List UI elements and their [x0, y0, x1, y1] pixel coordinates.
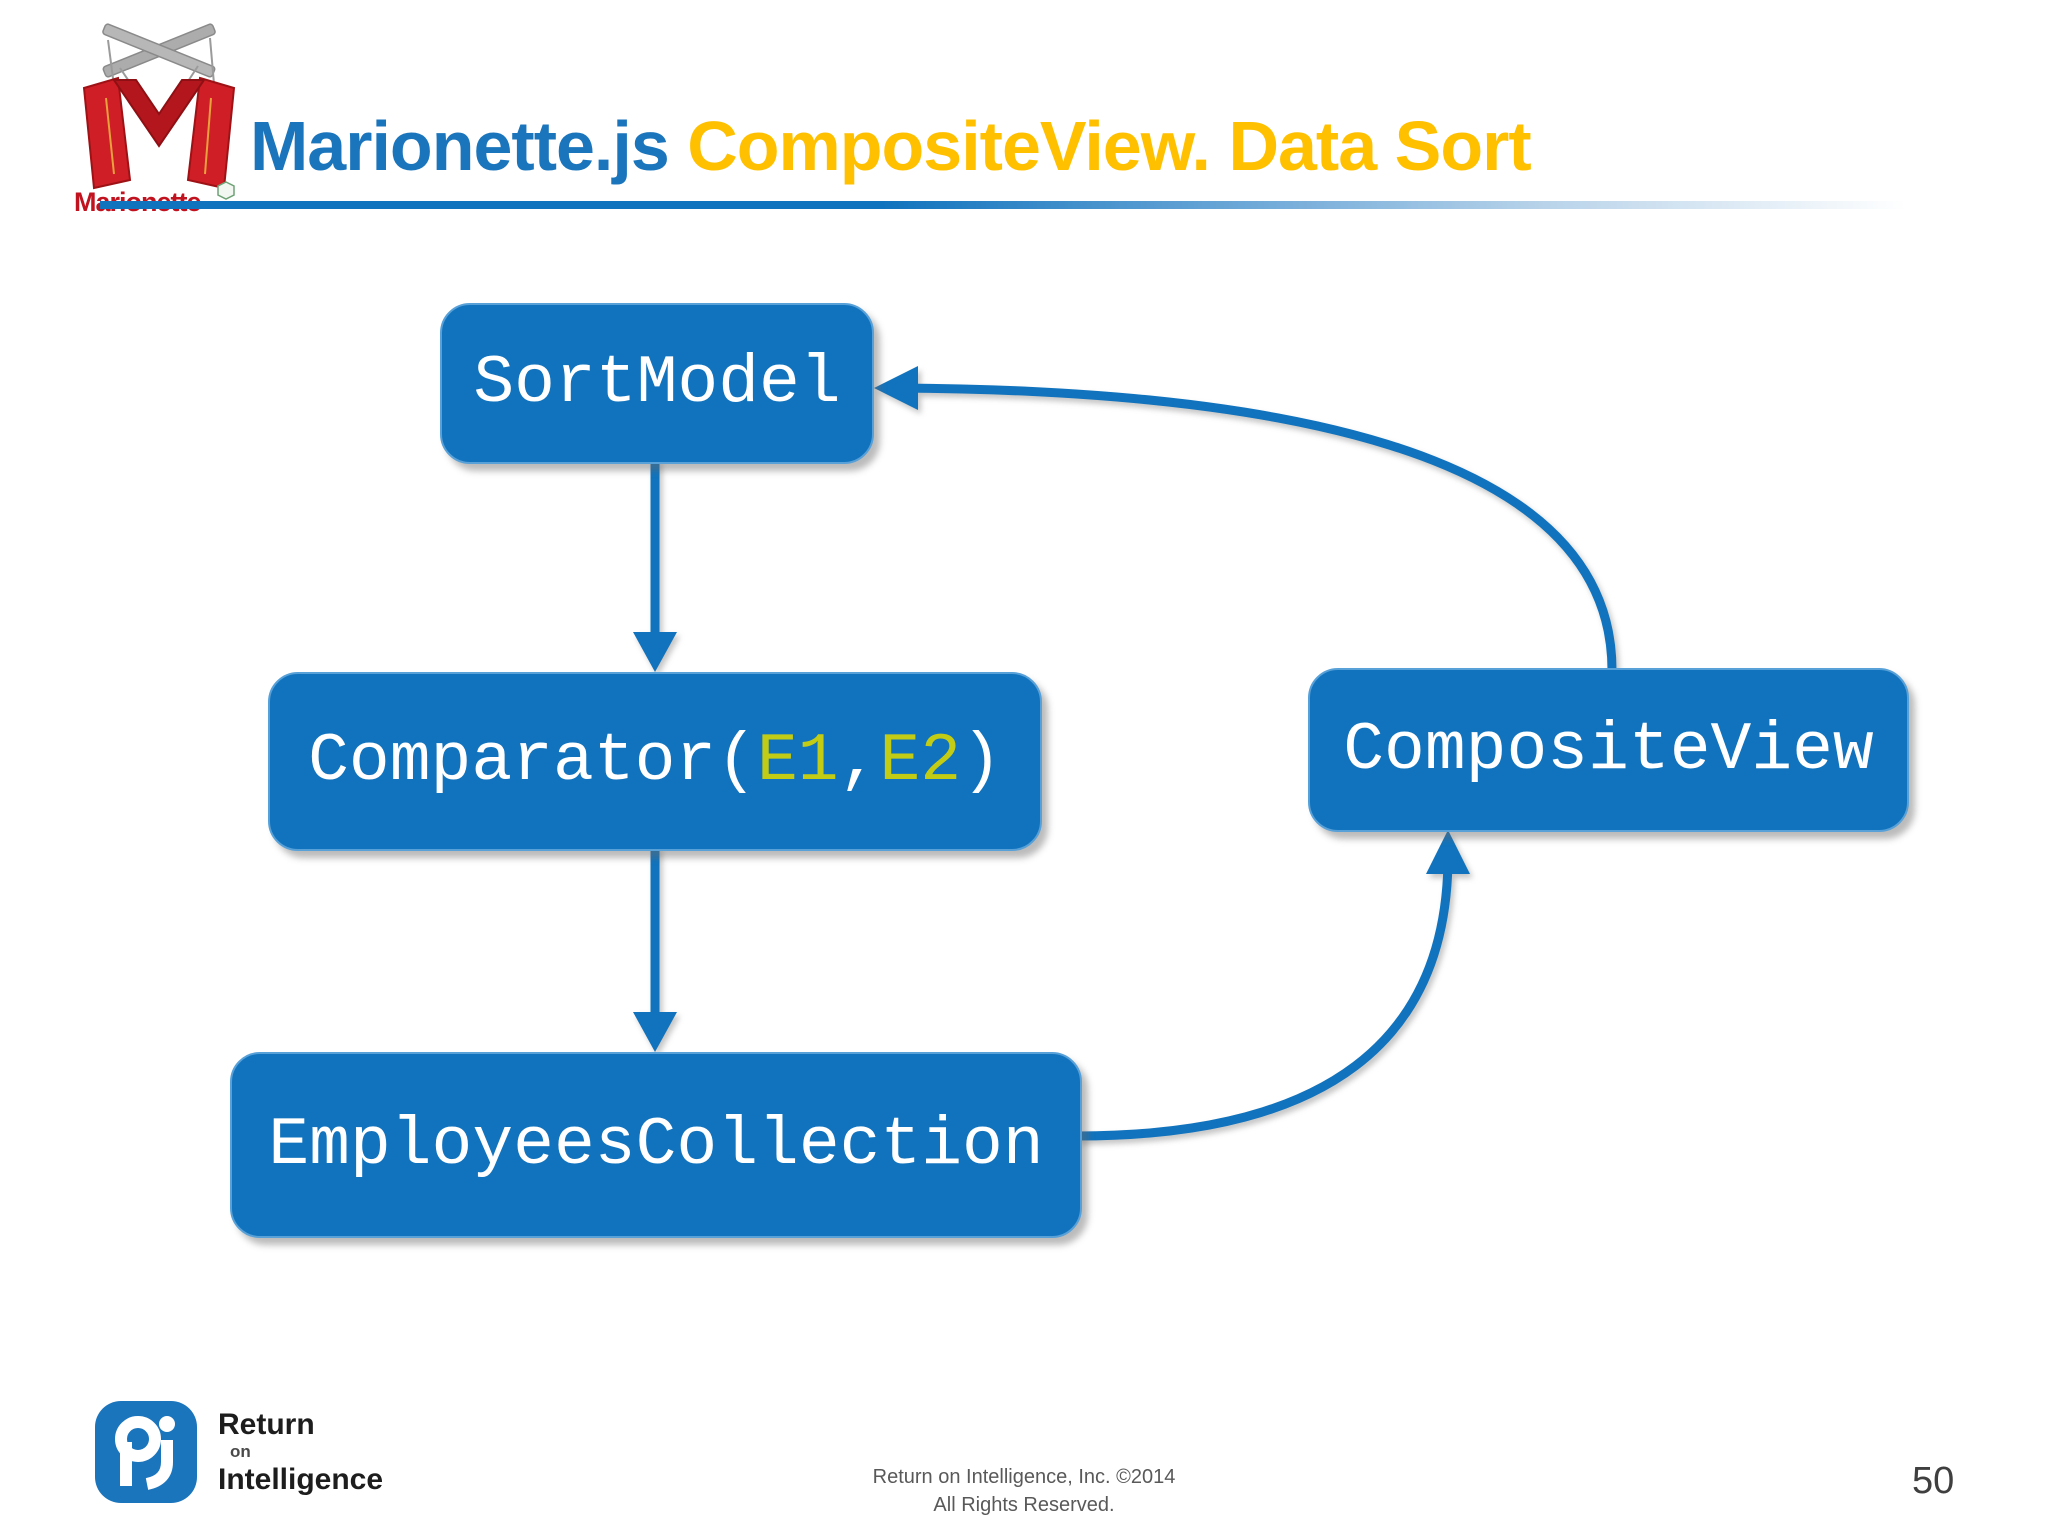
comparator-close-paren-text: ): [961, 723, 1002, 800]
node-employeescollection-label: EmployeesCollection: [268, 1106, 1044, 1184]
ri-text-on: on: [230, 1442, 251, 1462]
page-number: 50: [1912, 1460, 1955, 1502]
title-divider: [100, 201, 1962, 209]
ri-text-return: Return: [218, 1407, 315, 1441]
marionette-m-icon: [82, 76, 236, 190]
node-sortmodel-label: SortModel: [473, 345, 841, 422]
arrow-sortmodel-to-comparator: [633, 459, 677, 672]
node-employeescollection: EmployeesCollection: [230, 1052, 1082, 1238]
puppet-control-bars-icon: [102, 23, 216, 78]
return-on-intelligence-logo: Return on Intelligence: [92, 1398, 383, 1506]
comparator-arg2-text: E2: [879, 723, 962, 800]
node-compositeview-label: CompositeView: [1343, 711, 1874, 789]
marionette-badge-icon: [217, 181, 235, 200]
ri-logo-text: Return on Intelligence: [218, 1409, 383, 1496]
arrow-employeescollection-to-compositeview: [1076, 830, 1470, 1141]
node-comparator: Comparator(E1,E2): [268, 672, 1042, 851]
ri-monogram-icon: [95, 1401, 197, 1503]
title-topic-text: CompositeView. Data Sort: [668, 106, 1531, 185]
marionette-logo-icon: Marionette: [74, 23, 236, 217]
copyright-line-2: All Rights Reserved.: [933, 1494, 1115, 1516]
page-title: Marionette.js CompositeView. Data Sort: [250, 111, 1532, 181]
ri-text-intelligence: Intelligence: [218, 1462, 384, 1496]
copyright-notice: Return on Intelligence, Inc. ©2014 All R…: [0, 1463, 2048, 1519]
comparator-text: Comparator(: [308, 723, 757, 800]
title-framework-text: Marionette.js: [250, 106, 670, 185]
node-compositeview: CompositeView: [1308, 668, 1909, 832]
arrow-comparator-to-employeescollection: [633, 846, 677, 1052]
comparator-comma-text: ,: [838, 723, 880, 800]
copyright-line-1: Return on Intelligence, Inc. ©2014: [872, 1466, 1176, 1488]
node-sortmodel: SortModel: [440, 303, 874, 464]
arrow-compositeview-to-sortmodel: [874, 366, 1617, 671]
comparator-arg1-text: E1: [757, 723, 839, 800]
